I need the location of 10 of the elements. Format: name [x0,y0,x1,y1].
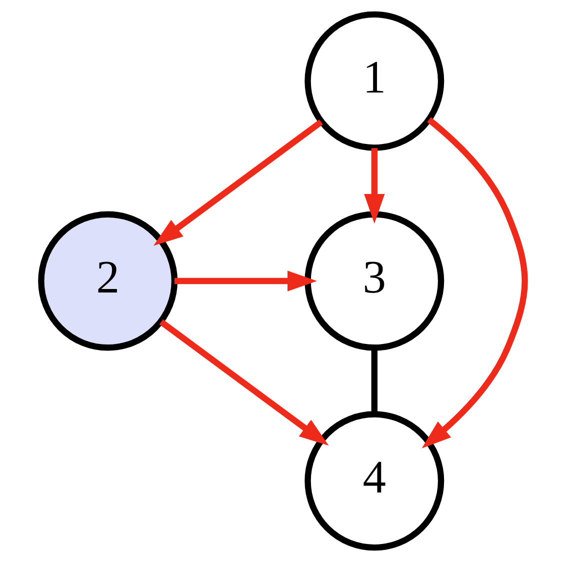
arrow [153,120,323,246]
node-circle: 2 [38,211,178,351]
arrow [364,148,385,224]
arrow [422,117,528,448]
connector [371,348,378,414]
arrow [159,319,329,446]
node-circle: 1 [304,11,444,151]
arrow [174,270,318,292]
node-circle: 3 [304,211,444,351]
node-circle: 4 [304,411,444,551]
